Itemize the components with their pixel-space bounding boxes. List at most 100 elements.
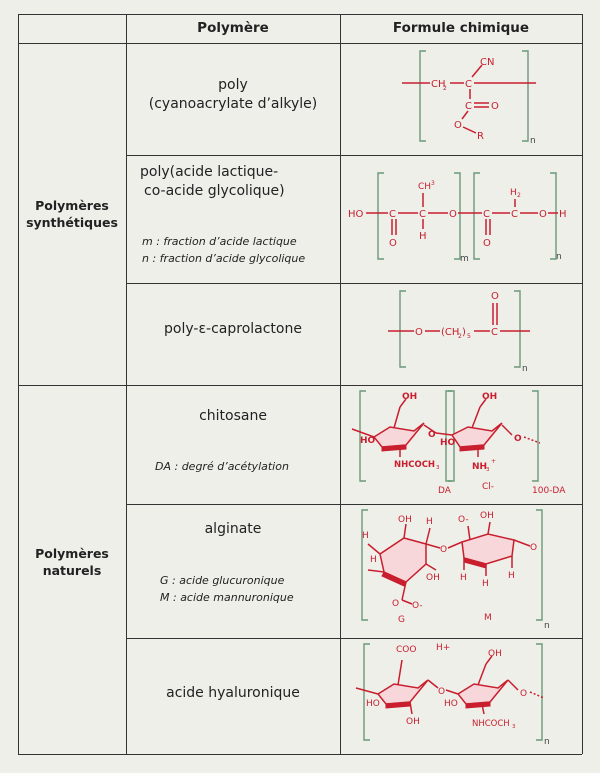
category-synthetic: Polymères synthétiques — [26, 198, 118, 230]
oh-label: OH — [398, 515, 412, 525]
bond — [529, 691, 545, 699]
polymer-name: poly (cyanoacrylate d’alkyle) — [126, 76, 340, 114]
r-label: R — [477, 131, 484, 142]
sugar-ring — [372, 422, 425, 448]
carbonyl-carbon-label: C — [465, 101, 472, 112]
repeat-bracket-right — [550, 172, 557, 260]
oxygen-label: O — [539, 209, 547, 220]
bond — [485, 655, 493, 665]
oxygen-label: O — [389, 238, 397, 249]
category-natural: Polymères naturels — [35, 546, 109, 578]
bond — [461, 110, 469, 120]
polymer-name-line: co-acide glycolique) — [144, 183, 285, 199]
repeat-index: n — [544, 737, 550, 747]
polymer-name: poly-ε-caprolactone — [126, 320, 340, 339]
chloride-label: Cl- — [482, 482, 494, 492]
bond — [425, 527, 431, 545]
ho-label: HO — [348, 209, 364, 220]
h2-subscript: 2 — [517, 192, 521, 199]
bond — [513, 539, 531, 547]
row-divider — [126, 504, 582, 505]
bond — [397, 659, 403, 686]
table-border-bottom — [18, 754, 582, 755]
ch3-subscript: 3 — [431, 180, 435, 187]
bond — [427, 679, 439, 689]
bond — [447, 541, 463, 549]
oh-label: OH — [480, 511, 494, 521]
nhcoch3-subscript: 3 — [512, 724, 516, 730]
column-divider — [340, 14, 341, 754]
ho-label: HO — [366, 699, 380, 709]
hyaluronic-structure: COO H+ HO OH O OH HO NHCOCH 3 O n — [355, 643, 550, 747]
table-border-left — [18, 14, 19, 754]
bond — [401, 599, 413, 605]
bond — [462, 126, 477, 134]
polymer-name: poly(acide lactique- co-acide glycolique… — [140, 163, 290, 201]
o-minus-label: O- — [412, 601, 423, 611]
repeat-index: n — [544, 621, 550, 631]
bond — [481, 703, 485, 715]
polymer-note: m : fraction d’acide lactique n : fracti… — [142, 233, 305, 267]
oh-label: OH — [482, 392, 497, 402]
header-polymer: Polymère — [197, 20, 269, 36]
bond — [393, 406, 401, 429]
cyanoacrylate-structure: CH 2 C CN C O O R n — [402, 50, 536, 146]
bond — [367, 569, 385, 573]
ch2-subscript: 2 — [458, 333, 462, 340]
note-line: m : fraction d’acide lactique — [142, 235, 297, 248]
bond — [435, 432, 453, 436]
sugar-ring — [456, 679, 509, 705]
column-divider — [126, 14, 127, 754]
repeat-bracket-right — [522, 50, 529, 142]
bond — [479, 398, 487, 408]
repeat-index: n — [530, 136, 536, 146]
repeat-index-m: m — [460, 254, 469, 264]
bond — [355, 687, 379, 695]
repeat-bracket-left — [419, 50, 426, 142]
oh-label: OH — [488, 649, 502, 659]
coo-label: COO — [396, 645, 416, 655]
bond — [399, 398, 407, 408]
note-line: DA : degré d’acétylation — [155, 460, 289, 473]
table-border-right — [582, 14, 583, 754]
repeat-bracket-left — [473, 172, 480, 260]
ho-label: HO — [360, 436, 376, 446]
bond — [471, 64, 483, 78]
nhcoch3-subscript: 3 — [436, 465, 440, 471]
h-label: H — [419, 231, 427, 242]
bond — [467, 525, 471, 541]
chitosan-structure: OH HO O NHCOCH 3 OH HO O NH 3 + Cl- DA 1… — [351, 390, 566, 496]
bond — [425, 563, 437, 571]
oxygen-label: O — [449, 209, 457, 220]
plga-structure: HO C O C CH 3 H O C O C H 2 O H m n — [348, 172, 567, 264]
repeat-bracket-right — [514, 290, 521, 368]
oxygen-label: O — [520, 689, 527, 699]
ch2-label: CH — [431, 79, 446, 90]
repeat-bracket-left — [363, 643, 370, 741]
h-label: H — [460, 573, 467, 583]
100-da-index: 100-DA — [532, 486, 566, 496]
carbon-label: C — [389, 209, 396, 220]
carbon-label: C — [511, 209, 518, 220]
row-divider — [126, 283, 582, 284]
h-label: H — [426, 517, 433, 527]
polymer-name-line: (cyanoacrylate d’alkyle) — [148, 96, 318, 112]
polymer-name-line: poly(acide lactique- — [140, 164, 279, 180]
oxygen-label: O — [415, 327, 423, 338]
bond — [471, 406, 481, 429]
section-divider — [18, 385, 582, 386]
ester-oxygen-label: O — [454, 120, 462, 131]
bond — [477, 663, 487, 686]
repeat-bracket-left — [361, 509, 368, 621]
repeat-bracket-left — [399, 290, 406, 368]
sugar-ring — [376, 679, 429, 705]
bond — [367, 543, 381, 555]
h-label: H — [370, 555, 377, 565]
oxygen-label: O — [428, 430, 436, 440]
repeat-bracket-left — [445, 390, 452, 482]
oxygen-label: O — [440, 545, 447, 555]
repeat-bracket-left — [377, 172, 384, 260]
nh3-label: NH — [472, 462, 487, 472]
bond — [401, 581, 407, 601]
